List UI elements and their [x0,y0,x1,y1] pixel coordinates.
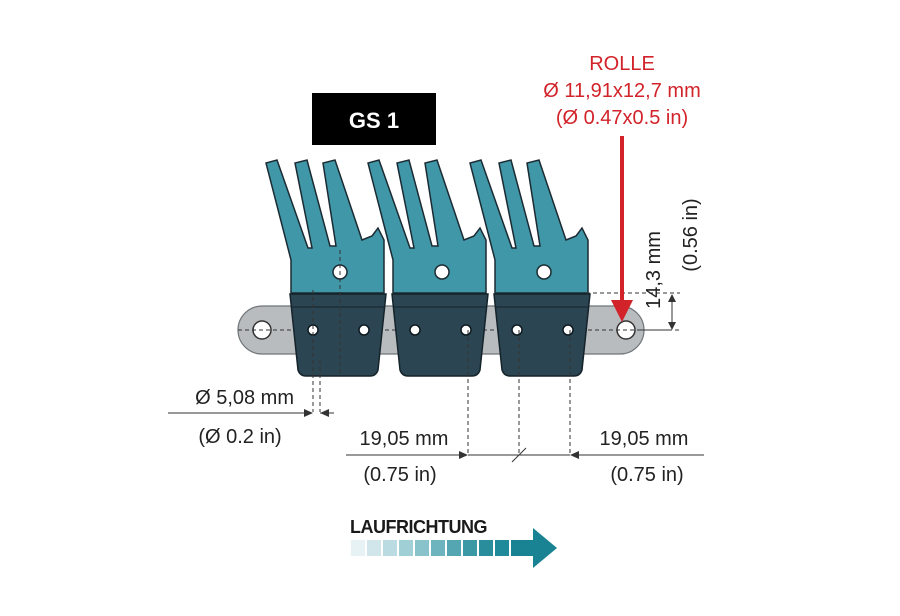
tooth-fork [469,159,589,294]
gradient-segment [495,540,509,556]
pitch-right-mm: 19,05 mm [600,428,689,450]
pitch-break-mark [511,447,527,463]
pitch-left-in: (0.75 in) [363,464,436,486]
comb-unit [469,159,591,377]
pitch-right-in: (0.75 in) [610,464,683,486]
roller-title: ROLLE [589,53,655,75]
gradient-segment [479,540,493,556]
height-in: (0.56 in) [680,198,702,271]
comb-unit [367,159,489,377]
pitch-left-mm: 19,05 mm [360,428,449,450]
fork-hole [536,264,552,280]
dim-arrow [668,294,676,302]
gradient-segment [383,540,397,556]
roller-arrow-head [611,300,633,322]
gradient-segment [415,540,429,556]
tooth-fork [265,159,385,294]
pin-hole [358,324,370,336]
comb-base [289,293,387,377]
comb-base [391,293,489,377]
gradient-segment [351,540,365,556]
pin-centerlines [312,250,571,455]
pitch-dimension: 19,05 mm (0.75 in) 19,05 mm (0.75 in) [346,428,704,486]
pin-in: (Ø 0.2 in) [198,426,281,448]
comb-base [493,293,591,377]
pin-hole [409,324,421,336]
gradient-segment [511,540,535,556]
roller-callout: ROLLE Ø 11,91x12,7 mm (Ø 0.47x0.5 in) [543,53,701,322]
height-mm: 14,3 mm [643,231,665,309]
tooth-fork [367,159,487,294]
model-label-box: GS 1 [312,93,436,145]
gradient-segment [463,540,477,556]
fork-hole [434,264,450,280]
gradient-segment [367,540,381,556]
pin-mm: Ø 5,08 mm [195,387,294,409]
gradient-segment [447,540,461,556]
pin-hole [511,324,523,336]
dim-arrow [459,451,468,459]
pin-hole [460,324,472,336]
model-label: GS 1 [349,108,399,133]
direction-indicator: LAUFRICHTUNG [350,517,557,568]
gradient-segment [431,540,445,556]
comb-units [265,159,591,377]
height-dimension: 14,3 mm (0.56 in) [586,198,702,331]
direction-arrow-head [533,528,557,568]
roller-dim-mm: Ø 11,91x12,7 mm [543,80,700,102]
dim-arrow [304,409,313,417]
gradient-segment [399,540,413,556]
dim-arrow [570,451,579,459]
pin-hole [562,324,574,336]
direction-label: LAUFRICHTUNG [350,517,487,537]
dim-arrow [668,322,676,330]
pin-dimension: Ø 5,08 mm (Ø 0.2 in) [168,387,334,448]
dim-arrow [320,409,329,417]
roller-dim-in: (Ø 0.47x0.5 in) [556,107,688,129]
comb-unit [265,159,387,377]
